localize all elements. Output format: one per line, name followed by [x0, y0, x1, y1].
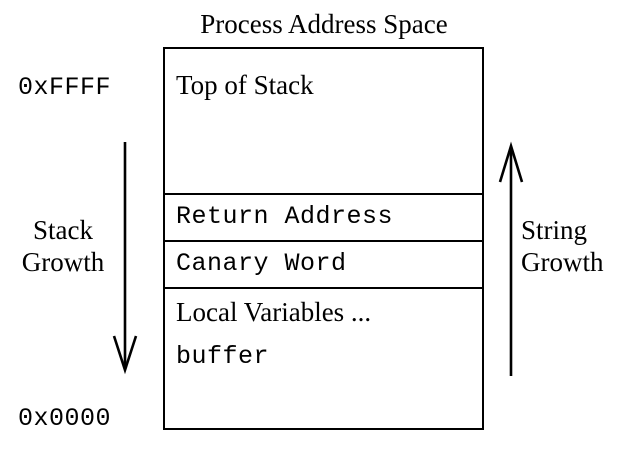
address-label-low: 0x0000 [18, 404, 112, 433]
string-growth-line1: String [521, 215, 588, 245]
segment-divider [163, 240, 484, 242]
segment-label-local-variables: Local Variables ... [176, 297, 372, 327]
address-label-high: 0xFFFF [18, 73, 112, 102]
segment-divider [163, 287, 484, 289]
string-growth-line2: Growth [521, 247, 604, 277]
segment-label-buffer: buffer [176, 342, 270, 371]
arrow-up-icon [498, 141, 524, 376]
segment-divider [163, 193, 484, 195]
stack-growth-line1: Stack [33, 215, 93, 245]
address-space-box [163, 47, 484, 430]
stack-growth-label: Stack Growth [8, 214, 118, 278]
arrow-down-icon [112, 142, 138, 375]
stack-growth-line2: Growth [21, 247, 105, 277]
page-title: Process Address Space [200, 9, 448, 39]
segment-label-return-address: Return Address [176, 202, 394, 231]
segment-label-top-of-stack: Top of Stack [176, 70, 314, 100]
segment-label-canary-word: Canary Word [176, 249, 347, 278]
string-growth-label: String Growth [521, 214, 629, 278]
